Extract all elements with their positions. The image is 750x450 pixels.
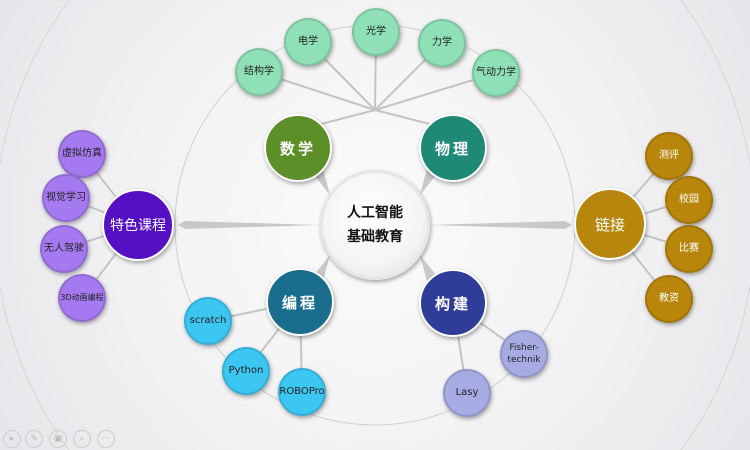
leaf-competition[interactable]: 比赛 (665, 225, 713, 273)
center-line2: 基础教育 (347, 229, 403, 245)
leaf-driverless[interactable]: 无人驾驶 (40, 225, 88, 273)
special-course-node[interactable]: 特色课程 (102, 189, 174, 261)
more-icon[interactable]: ⋯ (97, 430, 115, 448)
leaf-python[interactable]: Python (222, 347, 270, 395)
leaf-assessment[interactable]: 测评 (645, 132, 693, 180)
leaf-structure[interactable]: 结构学 (235, 48, 283, 96)
math-node[interactable]: 数学 (264, 114, 332, 182)
physics-node[interactable]: 物理 (419, 114, 487, 182)
zoom-icon[interactable]: ⌕ (73, 430, 91, 448)
leaf-optics[interactable]: 光学 (352, 8, 400, 56)
center-line1: 人工智能 (347, 205, 403, 221)
leaf-aerodynamics[interactable]: 气动力学 (472, 49, 520, 97)
leaf-mechanics[interactable]: 力学 (418, 19, 466, 67)
leaf-vision[interactable]: 视觉学习 (42, 174, 90, 222)
screen-icon[interactable]: ▣ (49, 430, 67, 448)
leaf-virtual-sim[interactable]: 虚拟仿真 (58, 130, 106, 178)
leaf-campus[interactable]: 校园 (665, 176, 713, 224)
leaf-3d-animation[interactable]: 3D动画编程 (58, 274, 106, 322)
leaf-scratch[interactable]: scratch (184, 297, 232, 345)
construction-node[interactable]: 构建 (419, 269, 487, 337)
play-icon[interactable]: ▸ (3, 430, 21, 448)
links-node[interactable]: 链接 (574, 188, 646, 260)
leaf-fischertechnik[interactable]: Fisher-technik (500, 330, 548, 378)
programming-node[interactable]: 编程 (266, 268, 334, 336)
leaf-electricity[interactable]: 电学 (284, 18, 332, 66)
leaf-teacher-cert[interactable]: 教资 (645, 275, 693, 323)
leaf-lasy[interactable]: Lasy (443, 369, 491, 417)
center-node[interactable]: 人工智能基础教育 (320, 170, 430, 280)
leaf-robopro[interactable]: ROBOPro (278, 368, 326, 416)
pen-icon[interactable]: ✎ (25, 430, 43, 448)
